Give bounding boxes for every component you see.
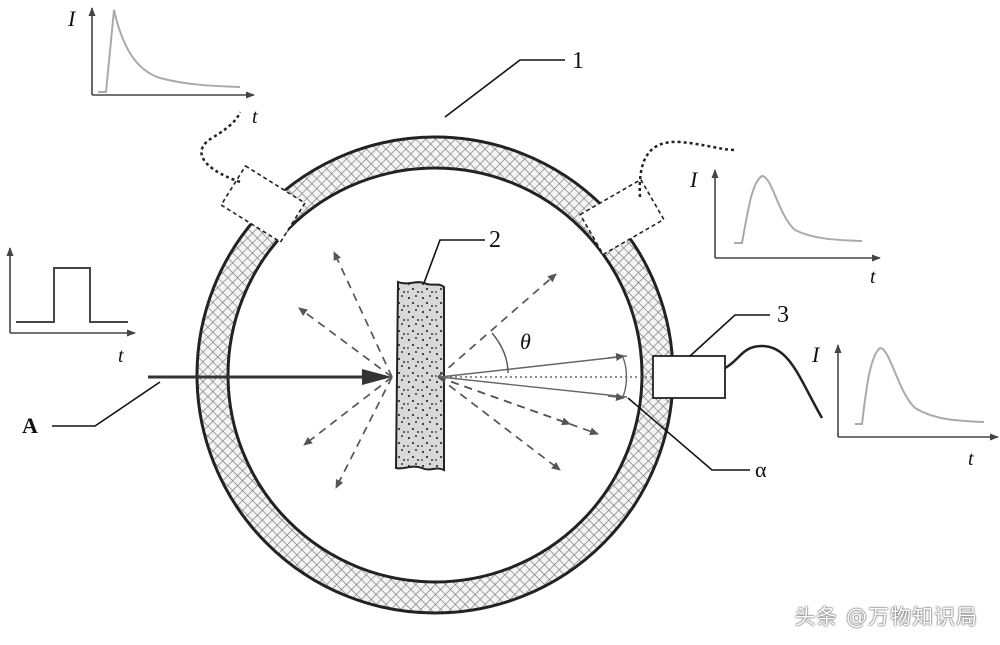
scattered-rays	[298, 251, 599, 489]
label-detector: 3	[777, 302, 789, 328]
inset-right-middle: I t	[689, 167, 881, 288]
theta-arc	[491, 332, 509, 374]
sample-slab	[394, 280, 445, 472]
detector-3-cable	[724, 344, 824, 419]
inset-left-pulse-t: t	[118, 345, 124, 367]
label-sample: 2	[489, 227, 501, 253]
upper-right-detector-box	[579, 178, 665, 256]
inset-right-middle-i: I	[689, 167, 699, 192]
detector-3	[652, 355, 726, 399]
inset-right-lower-t: t	[968, 448, 974, 470]
label-ring: 1	[572, 48, 584, 74]
upper-left-cable	[200, 111, 242, 184]
inset-right-lower-i: I	[811, 342, 821, 367]
upper-right-cable	[638, 140, 738, 198]
label-beam: A	[22, 413, 38, 438]
inset-right-lower: I t	[811, 342, 999, 470]
watermark: 头条 @万物知识局	[794, 605, 978, 629]
inset-top-left-i: I	[67, 6, 77, 31]
inset-top-left: I t	[67, 6, 258, 128]
incident-beam	[148, 369, 392, 385]
inset-left-pulse: t	[6, 247, 136, 367]
upper-left-detector-box	[220, 164, 306, 244]
inset-right-middle-t: t	[870, 266, 876, 288]
transmitted-cone	[439, 353, 654, 401]
inset-top-left-t: t	[252, 106, 258, 128]
callout-leaders	[52, 59, 770, 471]
label-alpha: α	[755, 457, 767, 482]
theta-label: θ	[520, 329, 531, 354]
